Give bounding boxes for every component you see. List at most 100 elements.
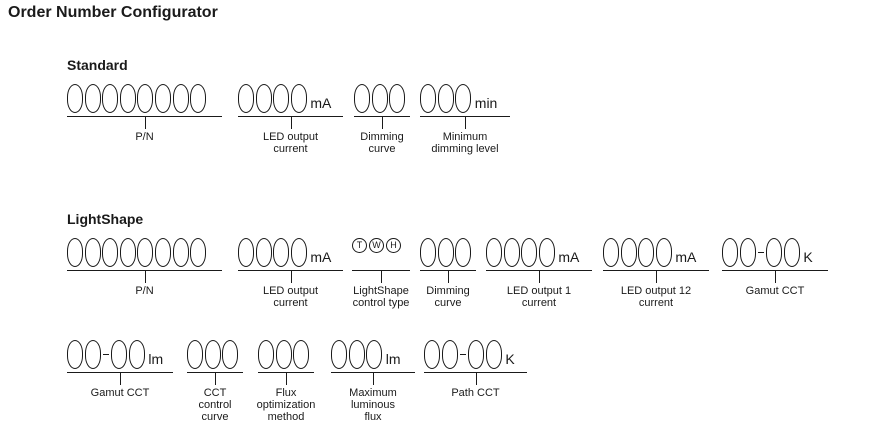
code-slots: lm [67,340,163,369]
digit-slot [102,238,119,267]
digit-slot [67,84,83,113]
digit-slot [366,340,383,369]
unit-label: lm [148,351,164,367]
field-underline [420,270,476,271]
slot-separator [103,354,110,355]
code-slots: min [420,84,497,113]
digit-slot [420,238,436,267]
digit-slot [67,238,83,267]
digit-slot [354,84,370,113]
digit-slot [485,340,502,369]
digit-slot [620,238,637,267]
field-tick [144,271,146,283]
code-slots: K [424,340,515,369]
field-label: Dimming curve [426,285,470,309]
field-label: CCT control curve [198,387,232,423]
field-label: Maximum luminous flux [349,387,397,423]
field-tick [382,117,383,129]
field-tick [286,373,287,385]
digit-slot [293,340,310,369]
field-tick [475,373,477,385]
digit-slot [137,238,154,267]
code-slots [420,238,473,267]
digit-slot [111,340,128,369]
unit-label: K [803,249,813,265]
digit-slot [521,238,538,267]
code-slots: mA [603,238,696,267]
digit-slot [258,340,274,369]
field-underline [238,270,343,271]
unit-label: min [474,95,498,111]
digit-slot [722,238,738,267]
field-ls1-0: P/N [67,238,222,310]
digit-slot [424,340,440,369]
digit-slot [455,84,472,113]
digit-slot [739,238,756,267]
field-underline [354,116,410,117]
digit-slot [455,238,472,267]
field-label: P/N [135,131,154,143]
digit-slot [238,84,254,113]
field-tick [120,373,121,385]
digit-slot [119,238,136,267]
digit-slot [273,238,290,267]
field-tick [290,117,292,129]
field-standard-0: P/N [67,84,222,156]
field-standard-2: Dimming curve [354,84,410,156]
code-slots: K [722,238,813,267]
digit-slot [437,84,454,113]
code-slots: mA [486,238,579,267]
digit-slot [538,238,555,267]
field-tick [373,373,374,385]
field-tick [144,117,146,129]
digit-slot [503,238,520,267]
field-underline [486,270,592,271]
field-tick [290,271,292,283]
field-underline [603,270,709,271]
field-label: Flux optimization method [256,387,316,423]
field-label: Dimming curve [360,131,404,155]
slot-separator [758,252,765,253]
code-slots [187,340,240,369]
field-underline [420,116,510,117]
field-underline [424,372,527,373]
digit-slot [331,340,347,369]
digit-slot [290,84,307,113]
field-ls2-2: Flux optimization method [257,340,315,430]
unit-label: mA [558,249,580,265]
digit-slot [273,84,290,113]
field-tick [539,271,540,283]
section-heading-lightshape: LightShape [67,211,144,227]
option-letter: H [386,238,401,253]
unit-label: K [505,351,515,367]
field-tick [448,271,449,283]
digit-slot [172,238,189,267]
digit-slot [102,84,119,113]
digit-slot [154,84,171,113]
digit-slot [389,84,406,113]
digit-slot [67,340,83,369]
digit-slot [275,340,292,369]
digit-slot [222,340,239,369]
digit-slot [204,340,221,369]
field-tick [215,373,216,385]
digit-slot [172,84,189,113]
code-slots: lm [331,340,401,369]
option-letter: W [369,238,384,253]
digit-slot [603,238,619,267]
field-label: LightShape control type [352,285,410,309]
unit-label: mA [675,249,697,265]
field-underline [67,270,222,271]
field-underline [187,372,243,373]
field-tick [775,271,776,283]
field-underline [331,372,415,373]
code-slots [354,84,407,113]
digit-slot [783,238,800,267]
field-label: Minimum dimming level [431,131,499,155]
